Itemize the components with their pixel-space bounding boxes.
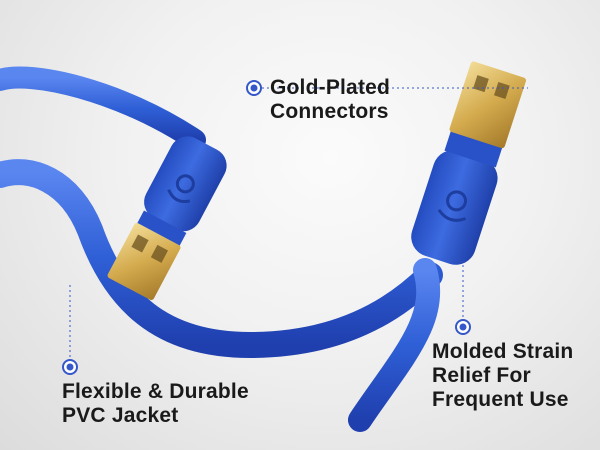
callout-gold-plated-connectors: Gold-Plated Connectors — [270, 76, 390, 124]
callout-line: Gold-Plated — [270, 76, 391, 99]
callout-line: Relief For — [432, 364, 531, 387]
target-dot-icon — [246, 80, 262, 96]
callout-line: Connectors — [270, 100, 389, 123]
cable-jacket-right — [348, 258, 441, 432]
target-dot-icon — [62, 359, 78, 375]
target-dot-icon — [455, 319, 471, 335]
usb-connector-right — [411, 61, 526, 265]
callout-line: Flexible & Durable — [62, 380, 249, 403]
callout-line: Frequent Use — [432, 388, 569, 411]
callout-line: PVC Jacket — [62, 404, 179, 427]
cable-matters-logo-icon — [167, 174, 195, 203]
callout-pvc-jacket: Flexible & Durable PVC Jacket — [62, 380, 249, 428]
usb-connector-left — [107, 136, 227, 301]
cable-matters-logo-icon — [437, 190, 468, 222]
cable-jacket-left — [0, 66, 206, 151]
callout-line: Molded Strain — [432, 340, 574, 363]
cable-jacket-main — [0, 159, 443, 359]
callout-molded-strain-relief: Molded Strain Relief For Frequent Use — [432, 340, 573, 412]
